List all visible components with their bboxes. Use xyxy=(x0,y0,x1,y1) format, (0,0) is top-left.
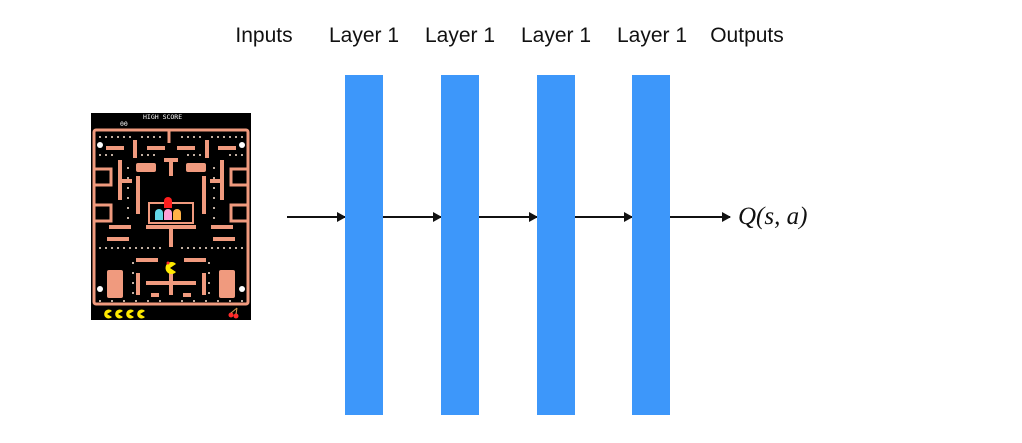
q-value-output: Q(s, a) xyxy=(738,203,808,230)
layer-4-to-output-arrow xyxy=(670,213,731,221)
ghost-icons xyxy=(155,197,181,220)
layer-label-2: Layer 1 xyxy=(424,24,496,47)
layer-label-3: Layer 1 xyxy=(520,24,592,47)
score-value: 00 xyxy=(120,120,128,128)
layer-2-to-layer-3-arrow xyxy=(479,213,538,221)
ms-pacman-game-screen: HIGH SCORE 00 xyxy=(91,113,251,320)
power-pellets xyxy=(97,142,245,292)
layer-bar-1 xyxy=(345,75,383,415)
lives-icons xyxy=(104,309,145,319)
input-to-layer-1-arrow xyxy=(287,213,346,221)
pacman-bow-icon xyxy=(166,261,170,265)
layer-label-1: Layer 1 xyxy=(328,24,400,47)
layer-label-4: Layer 1 xyxy=(616,24,688,47)
layer-3-to-layer-4-arrow xyxy=(575,213,633,221)
pellets xyxy=(99,136,243,302)
layer-bar-4 xyxy=(632,75,670,415)
inputs-label: Inputs xyxy=(235,24,293,47)
maze-blocks xyxy=(106,140,236,298)
maze-walls xyxy=(92,128,250,306)
layer-bar-2 xyxy=(441,75,479,415)
layer-bar-3 xyxy=(537,75,575,415)
cherry-icon xyxy=(228,307,239,319)
outputs-label: Outputs xyxy=(710,24,784,47)
high-score-label: HIGH SCORE xyxy=(143,113,182,121)
pacman-icon xyxy=(165,262,176,274)
layer-1-to-layer-2-arrow xyxy=(383,213,442,221)
game-screen-drawing: HIGH SCORE 00 xyxy=(92,113,250,319)
